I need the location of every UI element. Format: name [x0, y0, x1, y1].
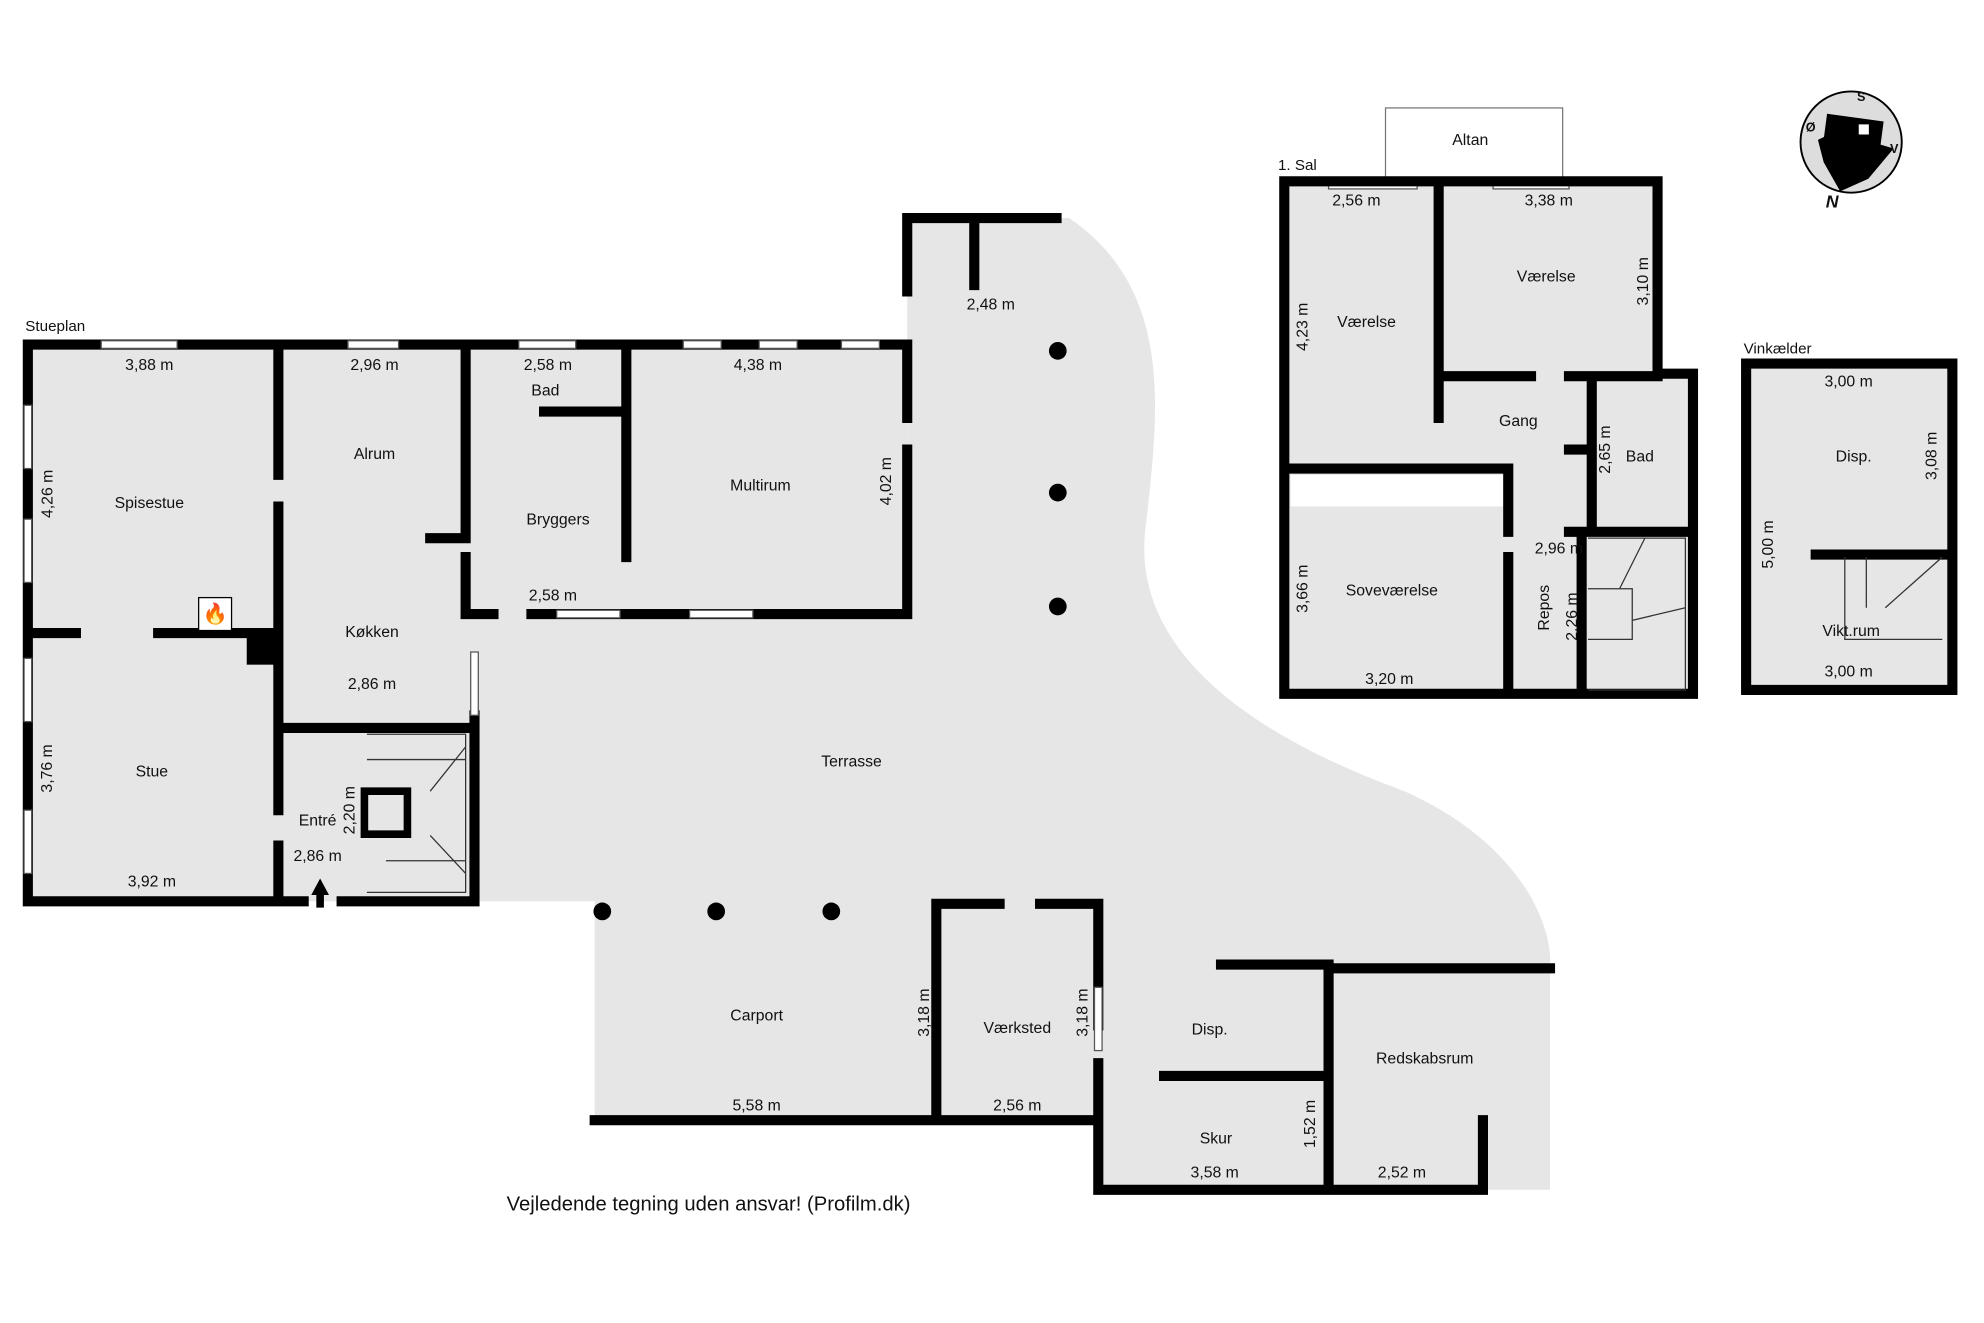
pillars [593, 342, 1067, 921]
dimension: 3,00 m [1824, 663, 1872, 680]
dimension-labels: 3,88 m 4,26 m 2,96 m 2,58 m 4,38 m 4,02 … [39, 193, 1940, 1182]
room-label: Spisestue [115, 495, 185, 512]
dimension: 4,26 m [39, 470, 56, 518]
dimension: 4,38 m [734, 357, 782, 374]
dimension: 4,02 m [878, 457, 895, 505]
room-label: Køkken [345, 624, 399, 641]
plan-title-cellar: Vinkælder [1744, 341, 1812, 358]
entrance-arrow-icon [311, 878, 329, 908]
dimension: 5,58 m [733, 1097, 781, 1114]
room-label: Repos [1536, 585, 1553, 631]
dimension: 2,58 m [524, 357, 572, 374]
room-label: Stue [136, 763, 169, 780]
dimension: 2,56 m [1332, 193, 1380, 210]
dimension: 2,20 m [342, 786, 359, 834]
room-label: Multirum [730, 477, 791, 494]
room-label: Disp. [1192, 1022, 1228, 1039]
svg-text:S: S [1857, 90, 1865, 104]
room-labels: Spisestue Stue Alrum Køkken Entré Bad Br… [115, 132, 1880, 1147]
dimension: 2,56 m [993, 1097, 1041, 1114]
room-label: Bad [1626, 448, 1654, 465]
room-label: Værelse [1337, 314, 1396, 331]
room-label: Soveværelse [1346, 582, 1438, 599]
dimension: 2,26 m [1564, 592, 1581, 640]
room-label: Bryggers [526, 512, 589, 529]
fireplace-icon [198, 596, 233, 632]
dimension: 3,18 m [916, 988, 933, 1036]
room-label: Vikt.rum [1822, 623, 1880, 640]
room-label: Carport [730, 1008, 783, 1025]
room-label: Alrum [354, 446, 395, 463]
svg-text:Ø: Ø [1806, 121, 1816, 135]
room-label: Værksted [984, 1020, 1052, 1037]
svg-text:N: N [1826, 191, 1840, 211]
dimension: 3,58 m [1191, 1164, 1239, 1181]
room-label: Skur [1200, 1130, 1232, 1147]
dimension: 3,00 m [1824, 374, 1872, 391]
compass-icon: S Ø V N [1799, 90, 1903, 211]
room-label: Redskabsrum [1376, 1051, 1473, 1068]
disclaimer: Vejledende tegning uden ansvar! (Profilm… [507, 1193, 911, 1215]
room-label: Bad [531, 383, 559, 400]
walls-upper [1279, 176, 1958, 699]
walls-ground [22, 212, 1556, 1195]
dimension: 3,18 m [1074, 988, 1091, 1036]
dimension: 2,65 m [1597, 425, 1614, 473]
svg-text:V: V [1890, 142, 1899, 156]
room-label: Gang [1499, 413, 1538, 430]
dimension: 3,38 m [1525, 193, 1573, 210]
dimension: 5,00 m [1760, 520, 1777, 568]
dimension: 3,20 m [1365, 671, 1413, 688]
dimension: 3,76 m [39, 744, 56, 792]
dimension: 2,48 m [967, 296, 1015, 313]
room-label: Terrasse [821, 753, 882, 770]
dimension: 3,88 m [125, 357, 173, 374]
plan-title-ground: Stueplan [25, 318, 85, 335]
stairs [366, 537, 1943, 894]
dimension: 2,86 m [348, 676, 396, 693]
dimension: 2,52 m [1378, 1164, 1426, 1181]
room-label: Værelse [1517, 269, 1576, 286]
room-label: Disp. [1836, 448, 1872, 465]
dimension: 2,86 m [293, 848, 341, 865]
svg-text:🔥: 🔥 [203, 602, 228, 626]
room-label: Altan [1452, 132, 1488, 149]
dimension: 2,96 m [350, 357, 398, 374]
dimension: 4,23 m [1294, 303, 1311, 351]
dimension: 3,08 m [1923, 432, 1940, 480]
plan-title-upper: 1. Sal [1278, 157, 1317, 174]
dimension: 3,10 m [1635, 257, 1652, 305]
dimension: 3,92 m [128, 873, 176, 890]
terrasse-area [474, 218, 1551, 1190]
room-label: Entré [299, 813, 337, 830]
dimension: 3,66 m [1294, 565, 1311, 613]
dimension: 2,58 m [529, 588, 577, 605]
dimension: 1,52 m [1302, 1100, 1319, 1148]
dimension: 2,96 m [1535, 541, 1583, 558]
